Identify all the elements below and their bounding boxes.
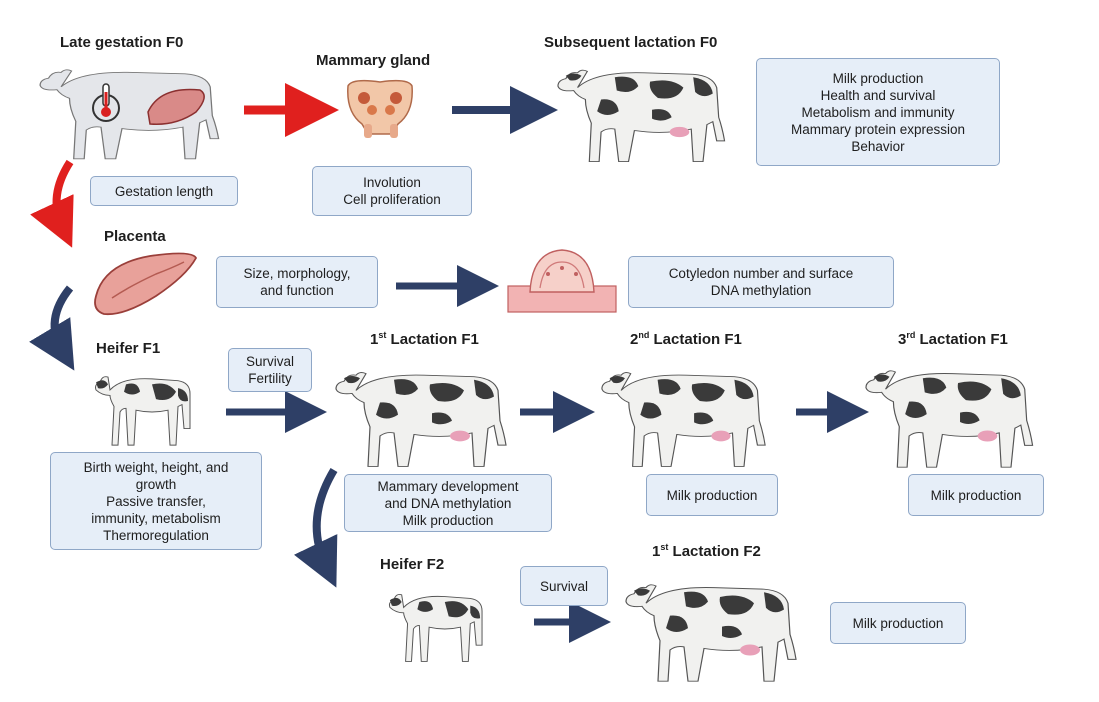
mammary-effects-box: Involution Cell proliferation [312,166,472,216]
title-heifer-f2: Heifer F2 [380,556,445,573]
f0-outcomes-box: Milk production Health and survival Meta… [756,58,1000,166]
survival-f2-box: Survival [520,566,608,606]
title-late-gestation: Late gestation F0 [60,34,184,51]
cow-icon [557,69,726,163]
mammary-development-box: Mammary development and DNA methylation … [344,474,552,532]
flow-arrow [29,285,75,371]
cow-icon [601,371,766,467]
calf-icon [388,593,483,662]
title-first-lactation-f2: 1st Lactation F2 [652,542,761,560]
uterus-icon [147,88,205,125]
cow-icon [335,371,507,467]
gestation-length-box: Gestation length [90,176,238,206]
milk-production-l2-box: Milk production [646,474,778,516]
title-subsequent-lactation: Subsequent lactation F0 [544,34,718,51]
title-mammary-gland: Mammary gland [316,52,431,69]
heat-arrow [30,159,74,248]
milk-production-f2-box: Milk production [830,602,966,644]
heifer-f1-traits-box: Birth weight, height, and growth Passive… [50,452,262,550]
title-heifer-f1: Heifer F1 [96,340,161,357]
thermometer-icon [92,83,120,122]
title-second-lactation-f1: 2nd Lactation F1 [630,330,742,348]
cotyledon-box: Cotyledon number and surface DNA methyla… [628,256,894,308]
flow-arrow [293,467,338,588]
title-first-lactation-f1: 1st Lactation F1 [370,330,479,348]
cotyledon-icon [507,249,617,313]
title-third-lactation-f1: 3rd Lactation F1 [898,330,1008,348]
placenta-traits-box: Size, morphology, and function [216,256,378,308]
milk-production-l3-box: Milk production [908,474,1044,516]
calf-icon [95,376,191,446]
cow-icon [865,370,1034,468]
placenta-icon [94,252,198,316]
title-placenta: Placenta [104,228,166,245]
mammary-gland-icon [347,79,413,138]
cow-icon [625,584,797,682]
survival-fertility-box: Survival Fertility [228,348,312,392]
